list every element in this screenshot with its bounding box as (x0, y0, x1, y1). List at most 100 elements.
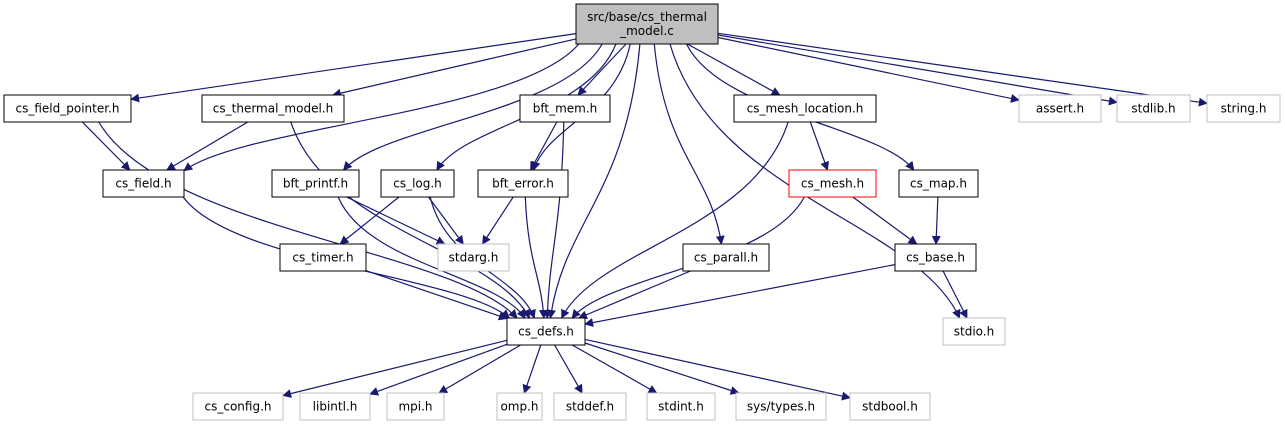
edge-root-to-stdlib_h (717, 34, 1118, 106)
node-box (380, 169, 455, 198)
node-root[interactable]: src/base/cs_thermal_model.c (575, 3, 719, 45)
node-label: stdlib.h (1131, 102, 1175, 116)
node-label: bft_printf.h (283, 177, 348, 191)
node-label: _model.c (619, 24, 674, 38)
edge-root-to-cs_defs_h (547, 43, 641, 319)
node-cs-timer-h[interactable]: cs_timer.h (279, 243, 367, 272)
node-label: stdarg.h (449, 251, 499, 265)
node-stdbool-h: stdbool.h (849, 392, 931, 421)
node-libintl-h: libintl.h (299, 392, 371, 421)
edge-root-to-string_h (717, 32, 1208, 107)
node-box (894, 243, 977, 272)
node-cs-mesh-location-h[interactable]: cs_mesh_location.h (733, 94, 877, 123)
edge-root-to-bft_mem_h (577, 43, 627, 96)
node-box (898, 169, 979, 198)
node-cs-thermal-model-h[interactable]: cs_thermal_model.h (201, 94, 345, 123)
edge-cs_thermal_model_h-to-cs_defs_h (290, 121, 531, 319)
node-label: src/base/cs_thermal (587, 10, 707, 24)
edge-bft_printf_h-to-cs_defs_h (337, 196, 526, 319)
node-box (192, 392, 284, 421)
node-omp-h: omp.h (496, 392, 543, 421)
node-box (496, 392, 543, 421)
edge-cs_defs_h-to-stdbool_h (584, 338, 851, 401)
edge-bft_error_h-to-cs_defs_h (524, 196, 548, 319)
node-stdio-h: stdio.h (942, 317, 1006, 346)
node-box (788, 169, 877, 198)
node-box (849, 392, 931, 421)
node-box (1206, 94, 1281, 123)
node-label: libintl.h (313, 400, 358, 414)
node-stddef-h: stddef.h (553, 392, 627, 421)
node-cs-defs-h[interactable]: cs_defs.h (506, 317, 586, 346)
node-box (506, 317, 586, 346)
node-cs-map-h[interactable]: cs_map.h (898, 169, 979, 198)
node-label: stdint.h (658, 400, 704, 414)
node-box (735, 392, 827, 421)
node-label: cs_defs.h (518, 325, 574, 339)
node-label: cs_field.h (115, 177, 171, 191)
node-label: bft_mem.h (533, 102, 598, 116)
node-box (279, 243, 367, 272)
node-cs-parall-h[interactable]: cs_parall.h (682, 243, 770, 272)
node-label: string.h (1221, 102, 1267, 116)
node-box (1018, 94, 1102, 123)
node-box (201, 94, 345, 123)
node-stdlib-h: stdlib.h (1116, 94, 1191, 123)
node-box (575, 3, 719, 45)
node-box (682, 243, 770, 272)
node-label: cs_base.h (906, 251, 965, 265)
node-label: stdio.h (954, 325, 994, 339)
edge-root-to-stdio_h (669, 43, 961, 319)
node-label: stdbool.h (862, 400, 918, 414)
node-label: cs_field_pointer.h (16, 102, 120, 116)
edge-cs_log_h-to-stdarg_h (428, 196, 464, 245)
node-assert-h: assert.h (1018, 94, 1102, 123)
node-box (477, 169, 569, 198)
edge-bft_mem_h-to-bft_error_h (530, 121, 558, 171)
node-box (1116, 94, 1191, 123)
node-bft-error-h[interactable]: bft_error.h (477, 169, 569, 198)
node-sys-types-h: sys/types.h (735, 392, 827, 421)
node-cs-base-h[interactable]: cs_base.h (894, 243, 977, 272)
node-label: mpi.h (398, 400, 432, 414)
edge-root-to-bft_printf_h (343, 43, 603, 171)
edge-cs_defs_h-to-stddef_h (554, 344, 583, 394)
edge-cs_map_h-to-cs_base_h (931, 196, 941, 245)
edge-cs_mesh_h-to-cs_base_h (852, 196, 918, 245)
node-label: cs_log.h (393, 177, 442, 191)
node-box (733, 94, 877, 123)
node-box (646, 392, 716, 421)
node-cs-mesh-h[interactable]: cs_mesh.h (788, 169, 877, 198)
node-cs-field-h[interactable]: cs_field.h (102, 169, 185, 198)
node-mpi-h: mpi.h (386, 392, 445, 421)
node-cs-field-pointer-h[interactable]: cs_field_pointer.h (3, 94, 132, 123)
edge-cs_defs_h-to-cs_config_h (282, 339, 508, 398)
edge-root-to-cs_mesh_location_h (687, 43, 781, 96)
edge-root-to-cs_thermal_model_h (331, 38, 577, 98)
edge-cs_defs_h-to-omp_h (522, 344, 542, 394)
node-bft-printf-h[interactable]: bft_printf.h (271, 169, 360, 198)
edge-root-to-assert_h (717, 36, 1020, 103)
edge-layer (81, 32, 1208, 401)
node-label: stddef.h (566, 400, 614, 414)
node-box (519, 94, 611, 123)
edge-cs_field_pointer_h-to-cs_field_h (81, 121, 131, 171)
node-label: cs_mesh.h (801, 177, 864, 191)
edge-cs_defs_h-to-libintl_h (369, 343, 508, 396)
node-layer: src/base/cs_thermal_model.c cs_field_poin… (3, 3, 1281, 421)
edge-cs_parall_h-to-cs_defs_h (577, 270, 691, 320)
node-label: cs_config.h (205, 400, 272, 414)
node-bft-mem-h[interactable]: bft_mem.h (519, 94, 611, 123)
node-cs-config-h: cs_config.h (192, 392, 284, 421)
node-label: cs_thermal_model.h (213, 102, 333, 116)
edge-cs_log_h-to-cs_timer_h (339, 196, 400, 245)
node-label: sys/types.h (747, 400, 815, 414)
node-label: assert.h (1036, 102, 1084, 116)
edge-cs_defs_h-to-mpi_h (438, 344, 521, 394)
edge-root-to-cs_parall_h (653, 43, 725, 245)
node-cs-log-h[interactable]: cs_log.h (380, 169, 455, 198)
edge-cs_base_h-to-stdio_h (942, 270, 968, 319)
node-stdint-h: stdint.h (646, 392, 716, 421)
edge-cs_defs_h-to-sys_types_h (584, 342, 740, 395)
